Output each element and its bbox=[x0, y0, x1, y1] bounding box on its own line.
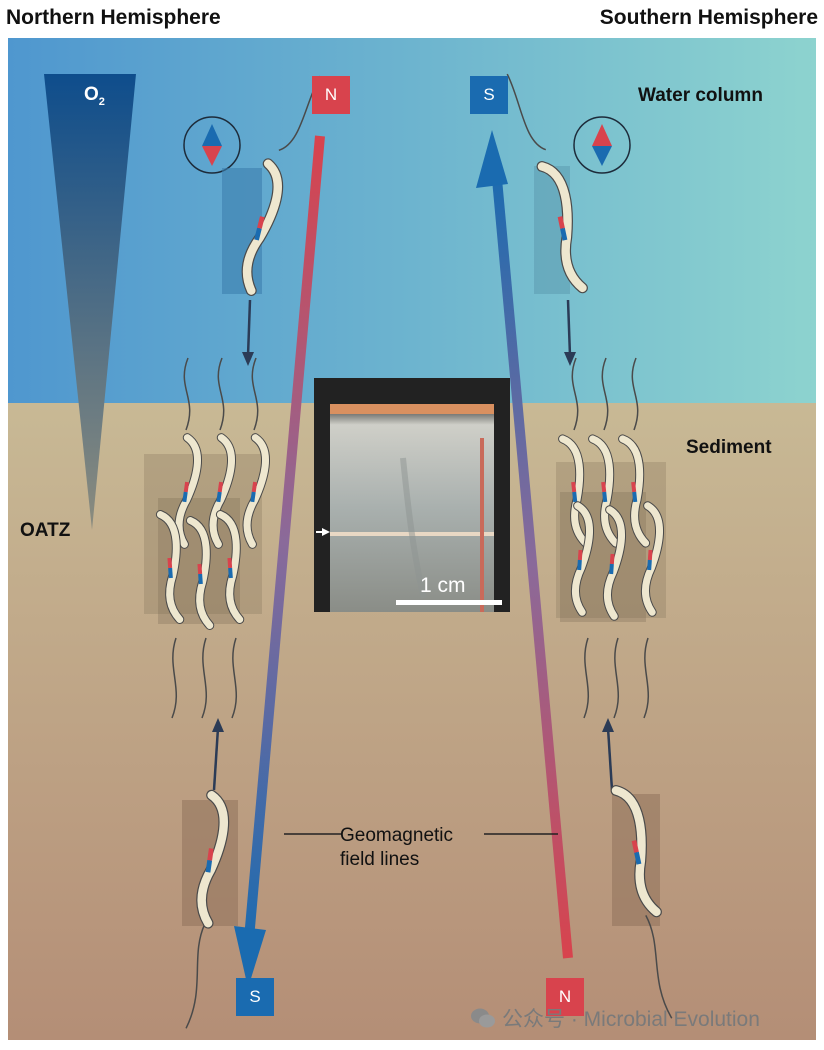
sediment-photo bbox=[314, 378, 510, 612]
geomagnetic-label-line1: Geomagnetic bbox=[340, 825, 454, 846]
scale-bar bbox=[396, 600, 502, 605]
north-field-line bbox=[243, 135, 325, 951]
watermark-text: 公众号 · Microbial Evolution bbox=[502, 1008, 760, 1031]
south-downward-arrow bbox=[566, 299, 572, 357]
south-field-arrowhead bbox=[476, 130, 508, 188]
northern-hemisphere-title: Northern Hemisphere bbox=[6, 6, 221, 29]
geomagnetic-field-lines-label: Geomagnetic field lines bbox=[340, 824, 453, 872]
north-upward-arrow bbox=[212, 727, 220, 791]
north-bacteria-cluster bbox=[144, 357, 269, 719]
south-field-line bbox=[491, 167, 573, 959]
north-downward-arrow bbox=[246, 299, 252, 357]
south-sediment-bacterium bbox=[616, 787, 673, 1019]
north-pole-top-box: N bbox=[312, 76, 350, 114]
south-bacteria-cluster bbox=[556, 357, 666, 719]
water-column-area bbox=[8, 38, 816, 403]
oxygen-gradient-triangle bbox=[44, 74, 136, 530]
south-upward-arrow bbox=[606, 727, 614, 791]
north-field-arrowhead bbox=[234, 926, 266, 988]
magnetotaxis-diagram bbox=[8, 38, 816, 1040]
south-pole-bottom-box: S bbox=[236, 978, 274, 1016]
wechat-icon bbox=[471, 1008, 495, 1028]
water-column-label: Water column bbox=[638, 85, 763, 106]
compass-south-icon bbox=[573, 116, 631, 174]
compass-north-icon bbox=[183, 116, 241, 174]
scale-bar-label: 1 cm bbox=[420, 574, 466, 597]
south-pole-top-box: S bbox=[470, 76, 508, 114]
southern-hemisphere-title: Southern Hemisphere bbox=[599, 6, 818, 29]
south-water-bacterium bbox=[506, 73, 584, 294]
watermark: 公众号 · Microbial Evolution bbox=[470, 1003, 760, 1033]
geomagnetic-label-line2: field lines bbox=[340, 849, 420, 870]
sediment-label: Sediment bbox=[686, 437, 772, 458]
north-pole-bottom-box: N bbox=[546, 978, 584, 1016]
north-sediment-bacterium bbox=[185, 795, 228, 1029]
oatz-label: OATZ bbox=[20, 520, 71, 541]
oxygen-label: O2 bbox=[84, 84, 105, 108]
